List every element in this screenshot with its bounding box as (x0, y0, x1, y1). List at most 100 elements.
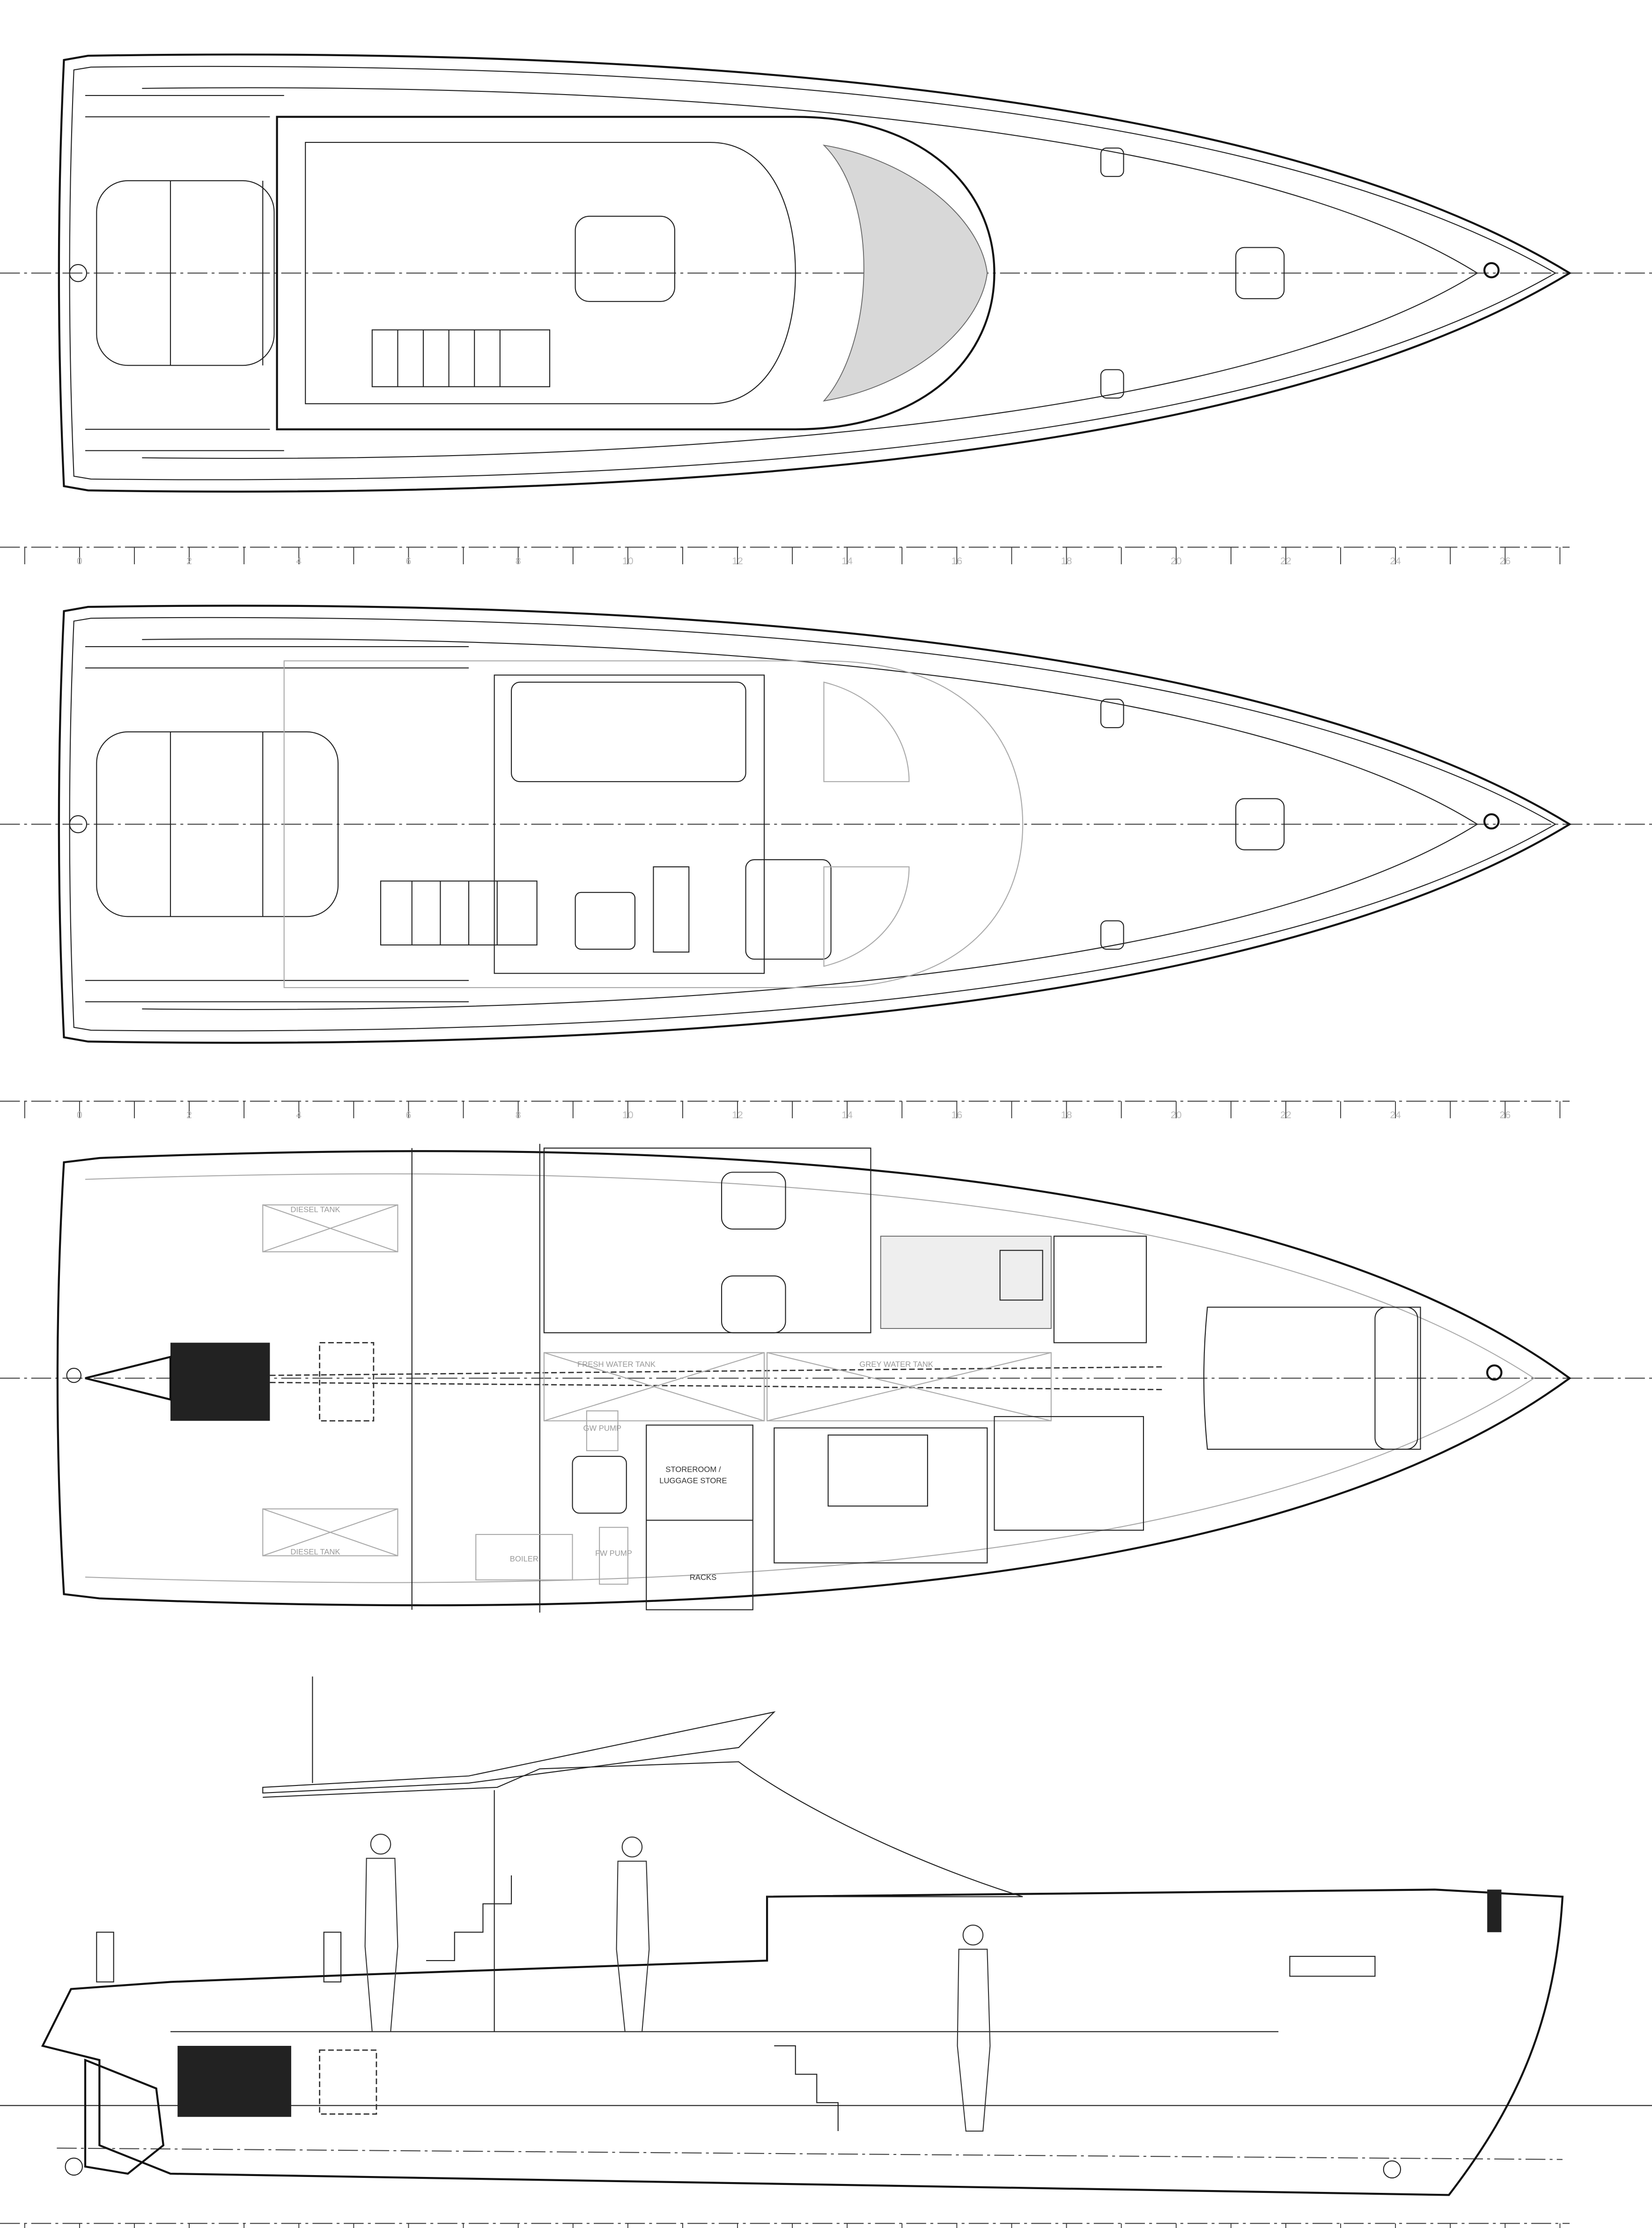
engine (85, 1343, 270, 1421)
anchor-windlass-icon (1486, 1364, 1503, 1381)
ruler-label: 10 (622, 1110, 634, 1121)
guest-cabin (543, 1147, 871, 1334)
helm-seat (575, 215, 675, 302)
galley-unit (575, 892, 636, 950)
hull-profile (41, 1889, 1564, 2196)
sink (999, 1250, 1043, 1301)
ruler-label: 0 (77, 1110, 82, 1121)
profile-view (0, 1676, 1652, 2196)
hull-outline (56, 1150, 1571, 1607)
gw-pump-label: GW PUMP (583, 1424, 621, 1432)
diesel-tank-port-label: DIESEL TANK (290, 1205, 340, 1214)
ruler-label: 6 (406, 556, 412, 567)
ruler-label: 8 (516, 556, 521, 567)
hatch-stbd (1100, 369, 1124, 399)
seat-cockpit (323, 1932, 342, 1983)
sunpad-aft (96, 731, 339, 917)
grey-water-tank (767, 1352, 1052, 1422)
ruler-label: 4 (296, 556, 302, 567)
storeroom-label-2: LUGGAGE STORE (659, 1476, 727, 1485)
owner-cabin-berth (774, 1427, 988, 1564)
berth-lower (721, 1275, 786, 1334)
storeroom-label-1: STOREROOM / (665, 1465, 721, 1474)
anchor-windlass-profile (1487, 1889, 1502, 1933)
hull-window (1289, 1955, 1376, 1977)
ruler-label: 18 (1061, 1110, 1072, 1121)
sunpad-aft (96, 180, 275, 366)
ruler-label: 10 (622, 556, 634, 567)
ruler-label: 26 (1500, 1110, 1511, 1121)
main-deck-plan-view (0, 605, 1652, 1042)
fresh-water-tank (543, 1352, 765, 1422)
fresh-water-tank-label: FRESH WATER TANK (577, 1360, 656, 1369)
head-compartment-2 (994, 1416, 1144, 1531)
companion-stairs (426, 1875, 839, 2132)
saloon-sofa (511, 681, 746, 782)
cockpit-opening (305, 142, 796, 405)
anchor-windlass-icon (1483, 813, 1500, 830)
ruler-label: 6 (406, 1110, 412, 1121)
ruler-label: 22 (1280, 1110, 1291, 1121)
staircase (380, 880, 538, 946)
hatch-port (1100, 148, 1124, 177)
ruler-label: 24 (1390, 556, 1401, 567)
hardtop-shadow (283, 660, 1024, 989)
outboard-drive (84, 2058, 165, 2175)
fw-pump (599, 1527, 628, 1585)
hardtop (262, 1711, 776, 1794)
boiler (475, 1534, 573, 1581)
head-compartment (1053, 1235, 1147, 1343)
ruler-label: 20 (1171, 1110, 1182, 1121)
ruler-label: 4 (296, 1110, 302, 1121)
hatch-fwd (1235, 247, 1285, 299)
ruler-label: 18 (1061, 556, 1072, 567)
ruler-label: 16 (951, 1110, 963, 1121)
seat-aft (96, 1932, 114, 1983)
diesel-tank-stbd-label: DIESEL TANK (290, 1547, 340, 1556)
saloon (494, 674, 765, 974)
helm-console (745, 859, 832, 960)
ruler-label: 26 (1500, 556, 1511, 567)
ruler-label: 14 (841, 1110, 853, 1121)
ruler-label: 20 (1171, 556, 1182, 567)
grill-unit (653, 866, 690, 953)
ruler-label: 2 (186, 1110, 192, 1121)
gw-pump (586, 1410, 619, 1452)
fw-pump-label: FW PUMP (595, 1549, 632, 1557)
anchor-windlass-icon (1483, 262, 1500, 279)
storeroom (646, 1424, 753, 1610)
berth-upper (721, 1172, 786, 1230)
ruler-label: 16 (951, 556, 963, 567)
ruler-label: 24 (1390, 1110, 1401, 1121)
helm-seats (823, 681, 910, 967)
engine-room-hatch (572, 1456, 627, 1514)
superstructure (263, 1761, 1023, 1897)
side-deck-port (85, 95, 284, 451)
hardtop-outline (276, 116, 996, 430)
grey-water-tank-label: GREY WATER TANK (859, 1360, 933, 1369)
berth-headboard (827, 1434, 928, 1507)
engine-profile (177, 2045, 291, 2117)
ruler-label: 22 (1280, 556, 1291, 567)
ruler-label: 14 (841, 556, 853, 567)
roof-plan-view (0, 54, 1652, 491)
staircase (371, 329, 551, 387)
boiler-label: BOILER (510, 1555, 538, 1564)
ruler-label: 12 (732, 556, 743, 567)
diesel-tank-stbd (262, 1508, 398, 1557)
shaft-line (270, 1366, 1165, 1390)
diesel-tank-port (262, 1204, 398, 1253)
racks-label: RACKS (690, 1573, 716, 1582)
ruler-label: 2 (186, 556, 192, 567)
ruler-label: 8 (516, 1110, 521, 1121)
windscreen-panel (822, 144, 988, 402)
ruler-label: 12 (732, 1110, 743, 1121)
human-figure (364, 1833, 991, 2132)
engine-hatch (319, 1342, 375, 1422)
lower-deck-plan-view: DIESEL TANK DIESEL TANK FRESH WATER TANK… (0, 1144, 1652, 1613)
stern-light-icon (69, 264, 88, 282)
ruler-label: 0 (77, 556, 82, 567)
